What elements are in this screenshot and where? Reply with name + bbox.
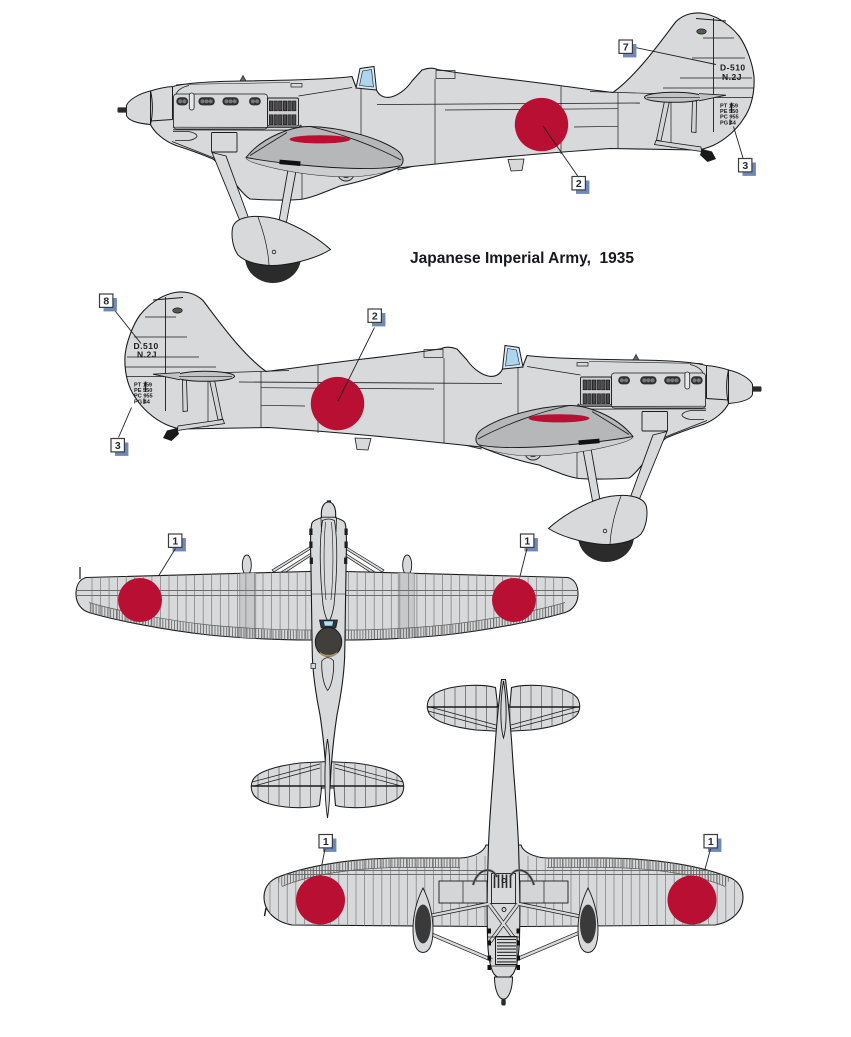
svg-text:PT 159: PT 159	[134, 383, 152, 389]
svg-text:PE 550: PE 550	[720, 109, 738, 115]
svg-text:2: 2	[372, 310, 378, 322]
svg-text:D.510: D.510	[134, 341, 159, 351]
svg-text:PE 550: PE 550	[134, 388, 152, 394]
svg-text:PG 44: PG 44	[134, 400, 151, 406]
svg-text:Japanese Imperial Army, 1935: Japanese Imperial Army, 1935	[410, 250, 634, 267]
svg-text:N.2J: N.2J	[722, 72, 742, 82]
svg-text:PC 955: PC 955	[720, 115, 739, 121]
svg-text:PC 955: PC 955	[134, 394, 153, 400]
svg-text:D-510: D-510	[720, 63, 746, 73]
svg-text:3: 3	[115, 440, 121, 452]
svg-text:1: 1	[172, 535, 178, 547]
svg-text:8: 8	[103, 295, 109, 307]
svg-text:1: 1	[708, 836, 714, 848]
svg-text:1: 1	[524, 535, 530, 547]
svg-text:PT 159: PT 159	[720, 104, 738, 110]
svg-text:7: 7	[623, 41, 629, 53]
svg-text:PG 44: PG 44	[720, 121, 737, 127]
svg-text:2: 2	[576, 178, 582, 190]
svg-text:1: 1	[323, 836, 329, 848]
svg-text:3: 3	[742, 160, 748, 172]
svg-text:N.2J: N.2J	[137, 350, 157, 360]
